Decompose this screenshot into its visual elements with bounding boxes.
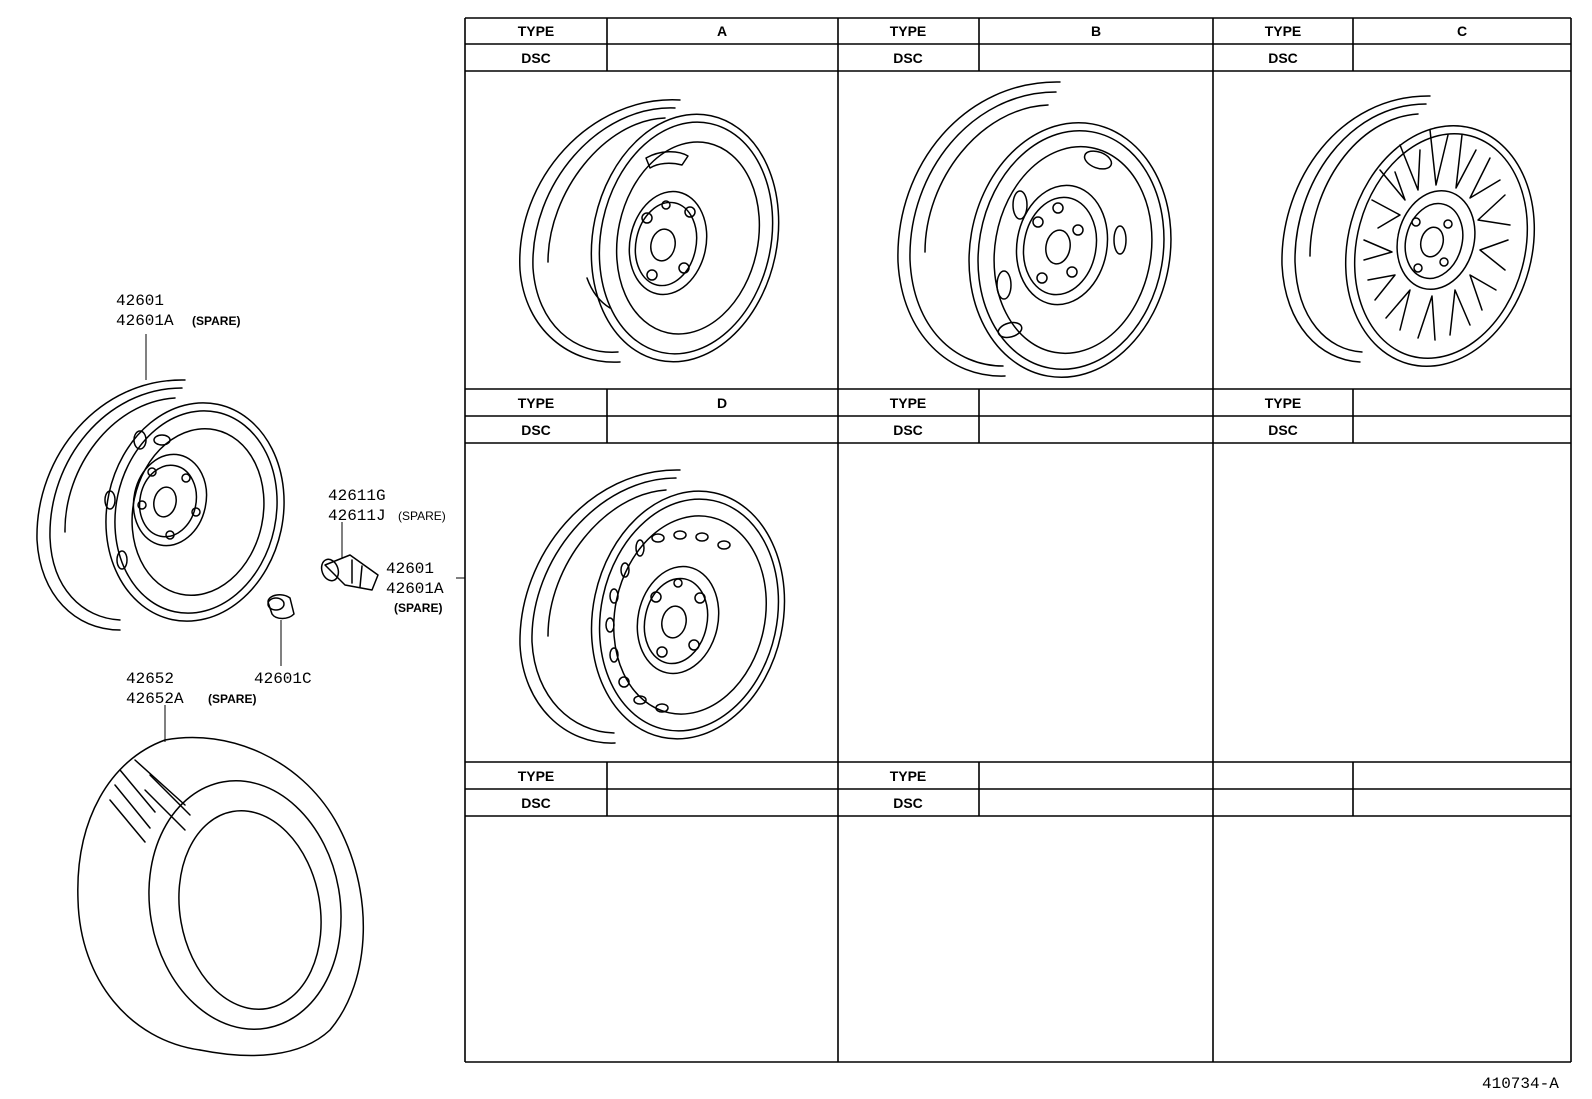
figure-code: 410734-A: [1482, 1075, 1559, 1093]
type-label-b: TYPE: [890, 23, 927, 39]
nut-part-number: 42601C: [254, 670, 312, 688]
dsc-label-a: DSC: [521, 50, 551, 66]
tire-spare-part-number: 42652A: [126, 690, 184, 708]
ref-wheel-part-number: 42601: [386, 560, 434, 578]
type-table-grid: [464, 17, 1572, 1063]
valve-part-number: 42611G: [328, 487, 386, 505]
type-label-e: TYPE: [890, 395, 927, 411]
type-value-a: A: [717, 23, 727, 39]
dsc-label-h: DSC: [893, 795, 923, 811]
tire-part-number: 42652: [126, 670, 174, 688]
type-value-c: C: [1457, 23, 1467, 39]
wheel-type-b-illustration: [897, 81, 1172, 378]
type-label-f: TYPE: [1265, 395, 1302, 411]
wheel-type-a-illustration: [519, 99, 780, 363]
wheel-type-d-illustration: [519, 469, 786, 744]
dsc-label-g: DSC: [521, 795, 551, 811]
type-label-a: TYPE: [518, 23, 555, 39]
hub-nut-illustration: [267, 594, 295, 620]
type-value-d: D: [717, 395, 727, 411]
main-wheel-illustration: [36, 379, 285, 631]
type-label-d: TYPE: [518, 395, 555, 411]
dsc-label-b: DSC: [893, 50, 923, 66]
wheel-spare-part-number: 42601A: [116, 312, 174, 330]
type-label-g: TYPE: [518, 768, 555, 784]
dsc-label-c: DSC: [1268, 50, 1298, 66]
valve-spare-label: (SPARE): [398, 509, 446, 523]
valve-stem-illustration: [320, 554, 379, 591]
ref-wheel-spare-label: (SPARE): [394, 601, 442, 615]
ref-wheel-spare-part-number: 42601A: [386, 580, 444, 598]
dsc-label-e: DSC: [893, 422, 923, 438]
wheel-part-number: 42601: [116, 292, 164, 310]
wheel-spare-label: (SPARE): [192, 314, 240, 328]
valve-spare-part-number: 42611J: [328, 507, 386, 525]
dsc-label-d: DSC: [521, 422, 551, 438]
type-label-h: TYPE: [890, 768, 927, 784]
type-label-c: TYPE: [1265, 23, 1302, 39]
leader-lines: [145, 334, 465, 742]
tire-illustration: [77, 736, 364, 1057]
type-value-b: B: [1091, 23, 1101, 39]
wheel-type-c-illustration: [1281, 95, 1536, 367]
tire-spare-label: (SPARE): [208, 692, 256, 706]
dsc-label-f: DSC: [1268, 422, 1298, 438]
